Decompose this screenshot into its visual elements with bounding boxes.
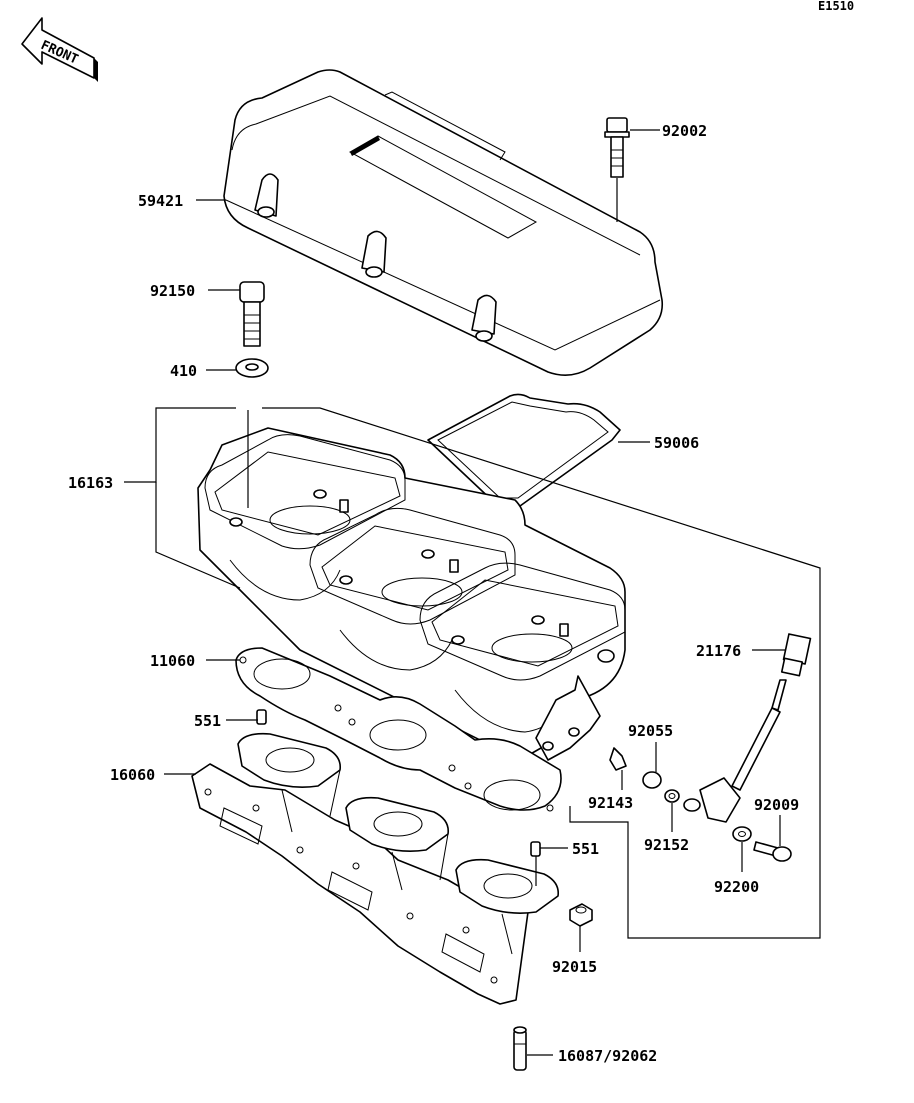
callout-92002: 92002 bbox=[662, 122, 707, 140]
callout-92143: 92143 bbox=[588, 794, 633, 812]
gasket-59006-part bbox=[427, 393, 621, 510]
callout-410: 410 bbox=[170, 362, 197, 380]
washer-92200-part bbox=[732, 826, 752, 842]
leader-lines bbox=[124, 129, 821, 1056]
callout-labels: 92002 59421 92150 410 59006 16163 21176 … bbox=[68, 122, 799, 1065]
callout-92015: 92015 bbox=[552, 958, 597, 976]
callout-59421: 59421 bbox=[138, 192, 183, 210]
gasket-11060-part bbox=[235, 647, 562, 812]
callout-92200: 92200 bbox=[714, 878, 759, 896]
manifold-16060-part bbox=[191, 732, 560, 1005]
callout-16163: 16163 bbox=[68, 474, 113, 492]
o-ring-92055-part bbox=[642, 771, 662, 789]
washer-92152-part bbox=[664, 789, 680, 803]
callout-551-upper: 551 bbox=[194, 712, 221, 730]
bolt-92009-part bbox=[753, 841, 792, 862]
bolt-92002-part bbox=[604, 117, 630, 178]
callout-92152: 92152 bbox=[644, 836, 689, 854]
stud-nut-92015-part bbox=[569, 903, 593, 927]
callout-21176: 21176 bbox=[696, 642, 741, 660]
sensor-21176-part bbox=[683, 633, 812, 823]
callout-92009: 92009 bbox=[754, 796, 799, 814]
fitting-16087-part bbox=[513, 1026, 527, 1071]
dowel-551-lower-part bbox=[530, 841, 541, 857]
dowel-551-upper-part bbox=[256, 709, 267, 725]
callout-92150: 92150 bbox=[150, 282, 195, 300]
callout-92055: 92055 bbox=[628, 722, 673, 740]
callout-551-lower: 551 bbox=[572, 840, 599, 858]
callout-59006: 59006 bbox=[654, 434, 699, 452]
clip-92143-part bbox=[609, 747, 627, 771]
cover-part bbox=[223, 69, 664, 376]
diagram-code: E1510 bbox=[818, 0, 854, 13]
callout-16060: 16060 bbox=[110, 766, 155, 784]
bolt-92150-part bbox=[239, 281, 265, 347]
washer-410-part bbox=[235, 358, 269, 378]
front-arrow-icon: FRONT bbox=[21, 17, 98, 82]
callout-16087-92062: 16087/92062 bbox=[558, 1047, 657, 1065]
throttle-body-assembly-part bbox=[197, 427, 626, 761]
callout-11060: 11060 bbox=[150, 652, 195, 670]
